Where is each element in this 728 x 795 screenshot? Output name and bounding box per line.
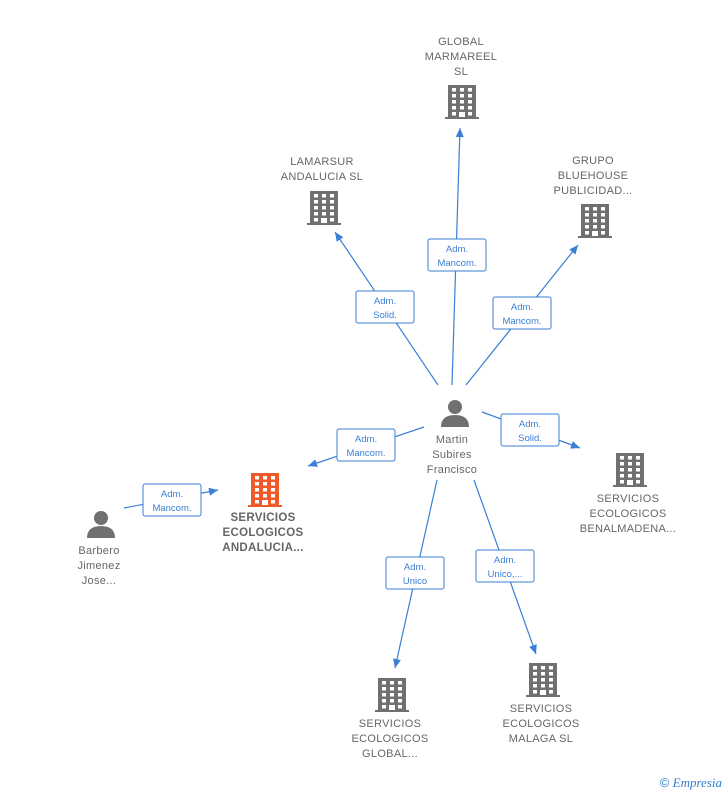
node-label-line: GLOBAL <box>438 36 484 48</box>
node-global-marmareel[interactable]: GLOBAL MARMAREEL SL <box>425 36 497 119</box>
edge-martin-to-servicios-benalmadena: Adm. Solid. <box>481 411 581 449</box>
nodes-layer: GLOBAL MARMAREEL SL LAMARSUR ANDALUCIA SL GRU… <box>77 36 677 760</box>
node-label-line: ECOLOGICOS <box>352 733 429 745</box>
node-label-line: Barbero <box>78 545 119 557</box>
edge-label-line: Adm. <box>374 296 396 307</box>
building-icon <box>613 453 647 487</box>
node-label-line: SERVICIOS <box>597 493 659 505</box>
node-label-line: SERVICIOS <box>359 718 421 730</box>
edge-label-line: Mancom. <box>502 316 541 327</box>
arrowhead-icon <box>308 459 318 467</box>
edge-label-line: Mancom. <box>437 258 476 269</box>
node-label-line: GRUPO <box>572 155 614 167</box>
arrowhead-icon <box>570 441 580 449</box>
arrowhead-icon <box>529 644 537 654</box>
node-label-line: SERVICIOS <box>510 703 572 715</box>
edge-label-line: Adm. <box>494 555 516 566</box>
edge-label-line: Adm. <box>446 244 468 255</box>
arrowhead-icon <box>393 658 401 668</box>
edge-label-line: Unico <box>403 576 427 587</box>
node-servicios-andalucia[interactable]: SERVICIOS ECOLOGICOS ANDALUCIA... <box>222 473 304 554</box>
arrowhead-icon <box>208 487 218 496</box>
building-icon <box>375 678 409 712</box>
person-icon <box>441 400 469 427</box>
node-label-line: LAMARSUR <box>290 156 354 168</box>
edge-label: Adm. Solid. <box>355 290 415 324</box>
node-label-line: ECOLOGICOS <box>590 508 667 520</box>
node-label-line: ECOLOGICOS <box>503 718 580 730</box>
edge-label: Adm. Solid. <box>500 413 560 447</box>
node-label-line: ANDALUCIA SL <box>281 171 363 183</box>
node-label-line: GLOBAL... <box>362 748 418 760</box>
edge-label: Adm. Mancom. <box>492 296 552 330</box>
edge-label-line: Adm. <box>161 489 183 500</box>
node-label-line: Martin <box>436 434 468 446</box>
footer-brand: © Empresia <box>660 775 722 791</box>
arrowhead-icon <box>455 128 464 138</box>
edge-label: Adm. Mancom. <box>142 483 202 517</box>
edge-label-line: Solid. <box>518 433 542 444</box>
node-label-line: Jimenez <box>77 560 120 572</box>
node-label-line: Jose... <box>82 575 117 587</box>
edge-barbero-to-servicios-andalucia: Adm. Mancom. <box>123 483 219 517</box>
node-label-line: PUBLICIDAD... <box>553 185 632 197</box>
person-icon <box>87 511 115 538</box>
node-label-line: Subires <box>432 449 472 461</box>
node-grupo-bluehouse[interactable]: GRUPO BLUEHOUSE PUBLICIDAD... <box>553 155 632 238</box>
node-servicios-global[interactable]: SERVICIOS ECOLOGICOS GLOBAL... <box>352 678 429 760</box>
building-icon <box>445 85 479 119</box>
edge-label-line: Adm. <box>355 434 377 445</box>
arrowhead-icon <box>569 245 578 255</box>
copyright-symbol: © <box>659 775 670 790</box>
edge-label-line: Adm. <box>519 419 541 430</box>
node-label-line: BLUEHOUSE <box>558 170 629 182</box>
edge-label-line: Adm. <box>511 302 533 313</box>
node-label-line: ANDALUCIA... <box>222 542 304 554</box>
building-icon <box>248 473 282 507</box>
node-servicios-malaga[interactable]: SERVICIOS ECOLOGICOS MALAGA SL <box>503 663 580 745</box>
edge-martin-to-global-marmareel: Adm. Mancom. <box>427 127 487 386</box>
edge-martin-to-servicios-malaga: Adm. Unico,... <box>473 479 537 655</box>
edge-label-line: Unico,... <box>488 569 523 580</box>
building-icon <box>526 663 560 697</box>
node-label-line: SERVICIOS <box>230 512 295 524</box>
edge-martin-to-servicios-andalucia: Adm. Mancom. <box>307 426 425 467</box>
node-label-line: MARMAREEL <box>425 51 497 63</box>
edges-layer: Adm. Mancom. Adm. Solid. Adm. Mancom. Adm. Manc… <box>123 127 581 669</box>
edge-label: Adm. Mancom. <box>336 428 396 462</box>
node-barbero[interactable]: BarberoJimenezJose... <box>77 511 120 587</box>
node-label-line: Francisco <box>427 464 477 476</box>
node-servicios-benalmadena[interactable]: SERVICIOS ECOLOGICOS BENALMADENA... <box>580 453 677 535</box>
node-label-line: SL <box>454 66 468 78</box>
edge-label-line: Adm. <box>404 562 426 573</box>
node-label-line: ECOLOGICOS <box>223 527 304 539</box>
edge-label: Adm. Unico,... <box>475 549 535 583</box>
edge-label: Adm. Unico <box>385 556 445 590</box>
edge-label: Adm. Mancom. <box>427 238 487 272</box>
edge-martin-to-grupo-bluehouse: Adm. Mancom. <box>465 244 579 386</box>
building-icon <box>307 191 341 225</box>
edge-label-line: Mancom. <box>152 503 191 514</box>
edge-martin-to-servicios-global: Adm. Unico <box>385 479 445 669</box>
node-lamarsur[interactable]: LAMARSUR ANDALUCIA SL <box>281 156 363 225</box>
edge-martin-to-lamarsur: Adm. Solid. <box>334 231 439 386</box>
edge-label-line: Solid. <box>373 310 397 321</box>
node-label-line: MALAGA SL <box>509 733 573 745</box>
brand-logo: Empresia <box>672 775 722 790</box>
edge-label-line: Mancom. <box>346 448 385 459</box>
node-label-line: BENALMADENA... <box>580 523 677 535</box>
arrowhead-icon <box>335 232 344 242</box>
building-icon <box>578 204 612 238</box>
